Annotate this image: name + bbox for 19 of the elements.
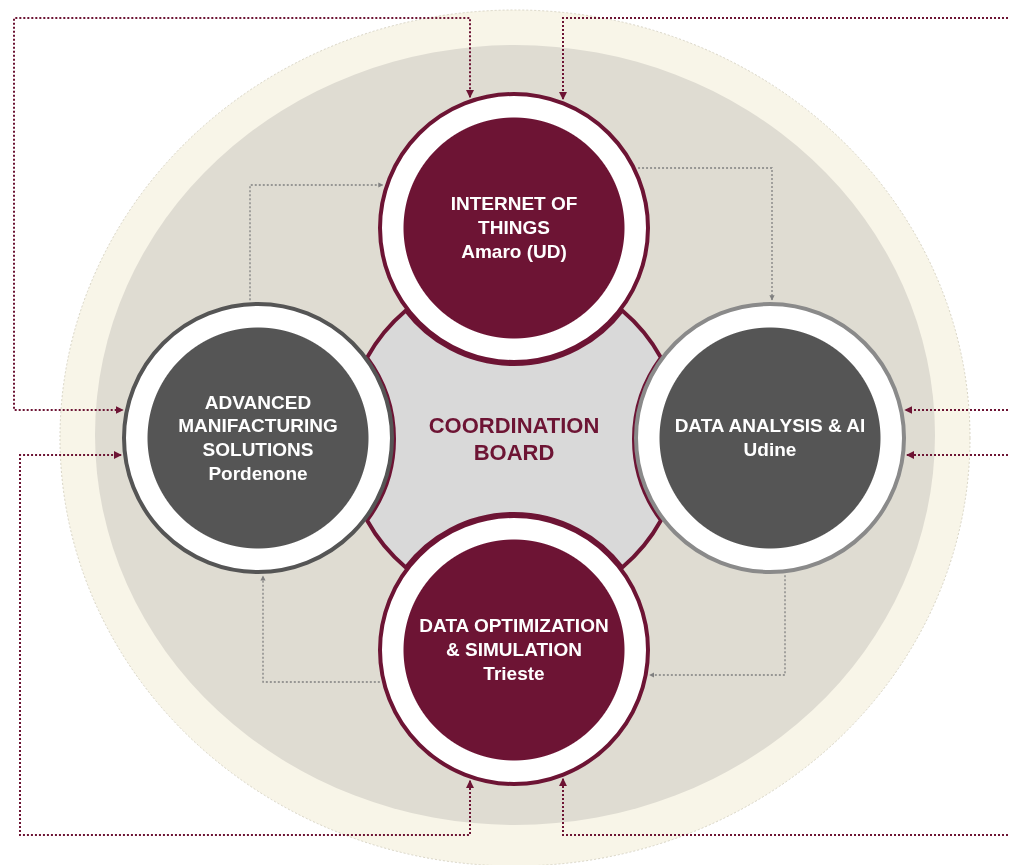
arrow bbox=[904, 406, 1009, 414]
unit-title: DATA OPTIMIZATION & SIMULATION bbox=[419, 614, 609, 662]
arrow bbox=[649, 574, 786, 678]
arrow bbox=[559, 777, 1009, 836]
unit-title: DATA ANALYSIS & AI bbox=[674, 414, 866, 438]
unit-title: COORDINATION BOARD bbox=[427, 411, 601, 467]
location-label: Trieste bbox=[483, 661, 545, 686]
arrow bbox=[905, 451, 1009, 459]
arrow bbox=[559, 17, 1009, 101]
arrow bbox=[260, 575, 381, 683]
unit-title: INTERNET OF THINGS bbox=[449, 192, 579, 240]
arrow bbox=[637, 167, 775, 301]
arrow bbox=[19, 451, 474, 836]
location-label: Pordenone bbox=[208, 461, 308, 486]
location-label: Udine bbox=[743, 438, 797, 462]
arrow bbox=[13, 17, 474, 414]
arrow bbox=[249, 182, 384, 301]
unit-title: ADVANCED MANIFACTURING SOLUTIONS bbox=[177, 390, 339, 462]
location-label: Amaro (UD) bbox=[461, 239, 567, 264]
